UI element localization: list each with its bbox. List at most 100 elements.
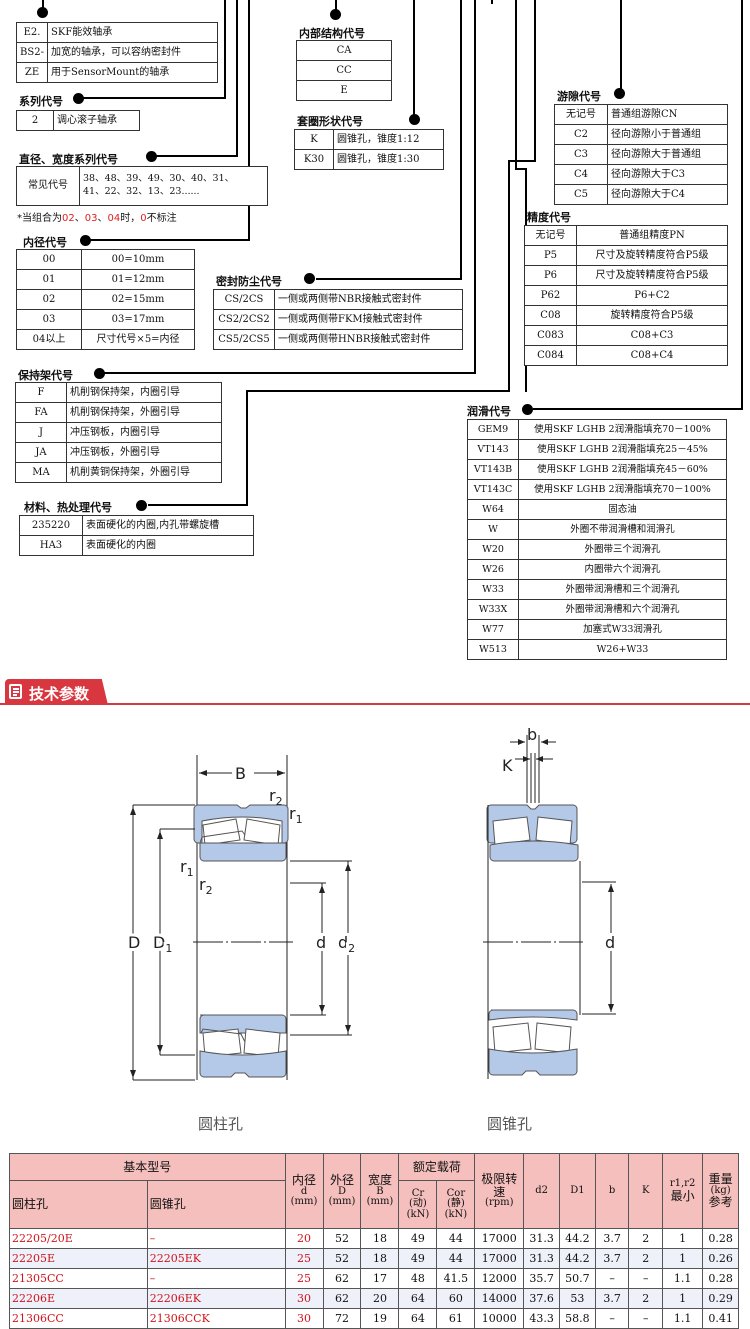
cell-d: 30 bbox=[284, 1308, 324, 1329]
note-highlight: 04 bbox=[107, 213, 121, 224]
desc-cell: 表面硬化的内圈 bbox=[82, 535, 254, 556]
desc-cell: 径向游隙大于C3 bbox=[607, 164, 728, 185]
cell-cor: 41.5 bbox=[436, 1268, 476, 1289]
cell-cor: 44 bbox=[436, 1228, 476, 1249]
dim-label-r2-bottom: r2 bbox=[199, 875, 213, 897]
code-cell: 01 bbox=[16, 269, 82, 290]
desc-cell: 冲压钢板，外圈引导 bbox=[66, 442, 222, 463]
cell-D: 72 bbox=[322, 1308, 362, 1329]
desc-cell: 用于SensorMount的轴承 bbox=[47, 62, 218, 83]
desc-cell: 普通组游隙CN bbox=[607, 104, 728, 125]
table-row: 常见代号 38、48、39、49、30、40、31、41、22、32、13、23… bbox=[16, 166, 268, 206]
cell-cyl[interactable]: 22206E bbox=[9, 1288, 148, 1309]
desc-cell: 外圈不带润滑槽和润滑孔 bbox=[518, 519, 727, 540]
header-D1: D1 bbox=[558, 1153, 596, 1229]
desc-cell: 内圈带六个润滑孔 bbox=[518, 559, 727, 580]
cell-d: 25 bbox=[284, 1248, 324, 1269]
code-cell: VT143 bbox=[467, 439, 519, 460]
header-tapered: 圆锥孔 bbox=[146, 1180, 286, 1229]
cell-cyl[interactable]: 21305CC bbox=[9, 1268, 148, 1289]
header-cylindrical: 圆柱孔 bbox=[9, 1180, 148, 1229]
connector-dot bbox=[80, 235, 91, 246]
header-d2: d2 bbox=[523, 1153, 560, 1229]
desc-cell: 机削黄铜保持架，外圈引导 bbox=[66, 462, 222, 483]
note-text: *当组合为 bbox=[17, 213, 62, 224]
desc-cell: 01=12mm bbox=[81, 269, 195, 290]
code-cell: BS2- bbox=[16, 42, 48, 63]
code-cell: GEM9 bbox=[467, 419, 519, 440]
code-cell: VT143C bbox=[467, 479, 519, 500]
cell-taper[interactable]: 22206EK bbox=[146, 1288, 286, 1309]
connector-dot bbox=[146, 151, 157, 162]
cell-d2: 43.3 bbox=[523, 1308, 560, 1329]
cell-B: 19 bbox=[360, 1308, 400, 1329]
label-cell: 常见代号 bbox=[16, 166, 80, 206]
dim-label-D: D bbox=[128, 933, 140, 952]
code-cell: VT143B bbox=[467, 459, 519, 480]
cell-b: – bbox=[594, 1268, 630, 1289]
cell-K: – bbox=[628, 1308, 664, 1329]
code-cell: C3 bbox=[554, 144, 608, 165]
desc-cell: 外圈带润滑槽和三个润滑孔 bbox=[518, 579, 727, 600]
dim-label-r2-top: r2 bbox=[269, 786, 283, 808]
connector-dot bbox=[304, 273, 315, 284]
dim-label-K: K bbox=[502, 756, 513, 775]
dim-label-r1-top: r1 bbox=[289, 804, 303, 826]
cell-taper[interactable]: 22205EK bbox=[146, 1248, 286, 1269]
code-cell: W64 bbox=[467, 499, 519, 520]
desc-cell: 一侧或两侧带HNBR接触式密封件 bbox=[274, 329, 463, 350]
desc-cell: 圆锥孔，锥度1:30 bbox=[333, 149, 444, 170]
code-cell: JA bbox=[15, 442, 67, 463]
cell-taper[interactable]: 21306CCK bbox=[146, 1308, 286, 1329]
precision-title: 精度代号 bbox=[527, 211, 571, 224]
header-cor: Cor(静)(kN) bbox=[436, 1180, 476, 1229]
cell-cyl[interactable]: 22205/20E bbox=[9, 1228, 148, 1249]
series-title: 系列代号 bbox=[19, 95, 63, 108]
cell-cyl[interactable]: 22205E bbox=[9, 1248, 148, 1269]
internal-structure-table: CA CC E bbox=[296, 40, 392, 101]
dim-label-d: d bbox=[316, 933, 326, 952]
cell-D1: 53 bbox=[558, 1288, 596, 1309]
code-cell: C08 bbox=[524, 305, 577, 326]
code-cell: P6 bbox=[524, 265, 577, 286]
connector-dot bbox=[330, 9, 341, 20]
desc-cell: W26+W33 bbox=[518, 639, 727, 660]
note-text: 时， bbox=[120, 213, 141, 224]
cell-b: 3.7 bbox=[594, 1288, 630, 1309]
cage-title: 保持架代号 bbox=[18, 369, 73, 382]
code-cell: W bbox=[467, 519, 519, 540]
cell-cyl[interactable]: 21306CC bbox=[9, 1308, 148, 1329]
cell-D1: 50.7 bbox=[558, 1268, 596, 1289]
codes-line: 38、48、39、49、30、40、31、 bbox=[83, 173, 235, 185]
cell-wt: 0.29 bbox=[702, 1288, 739, 1309]
table-row: 无记号普通组游隙CN bbox=[554, 104, 728, 125]
table-row: E bbox=[296, 80, 392, 101]
cell-d2: 37.6 bbox=[523, 1288, 560, 1309]
cell-K: – bbox=[628, 1268, 664, 1289]
cell-r: 1 bbox=[662, 1228, 704, 1249]
note-highlight: 03 bbox=[84, 213, 98, 224]
desc-cell: 一侧或两侧带FKM接触式密封件 bbox=[274, 309, 463, 330]
header-basic-model: 基本型号 bbox=[9, 1153, 286, 1181]
lubrication-title: 润滑代号 bbox=[467, 405, 511, 418]
table-row: CC bbox=[296, 60, 392, 81]
